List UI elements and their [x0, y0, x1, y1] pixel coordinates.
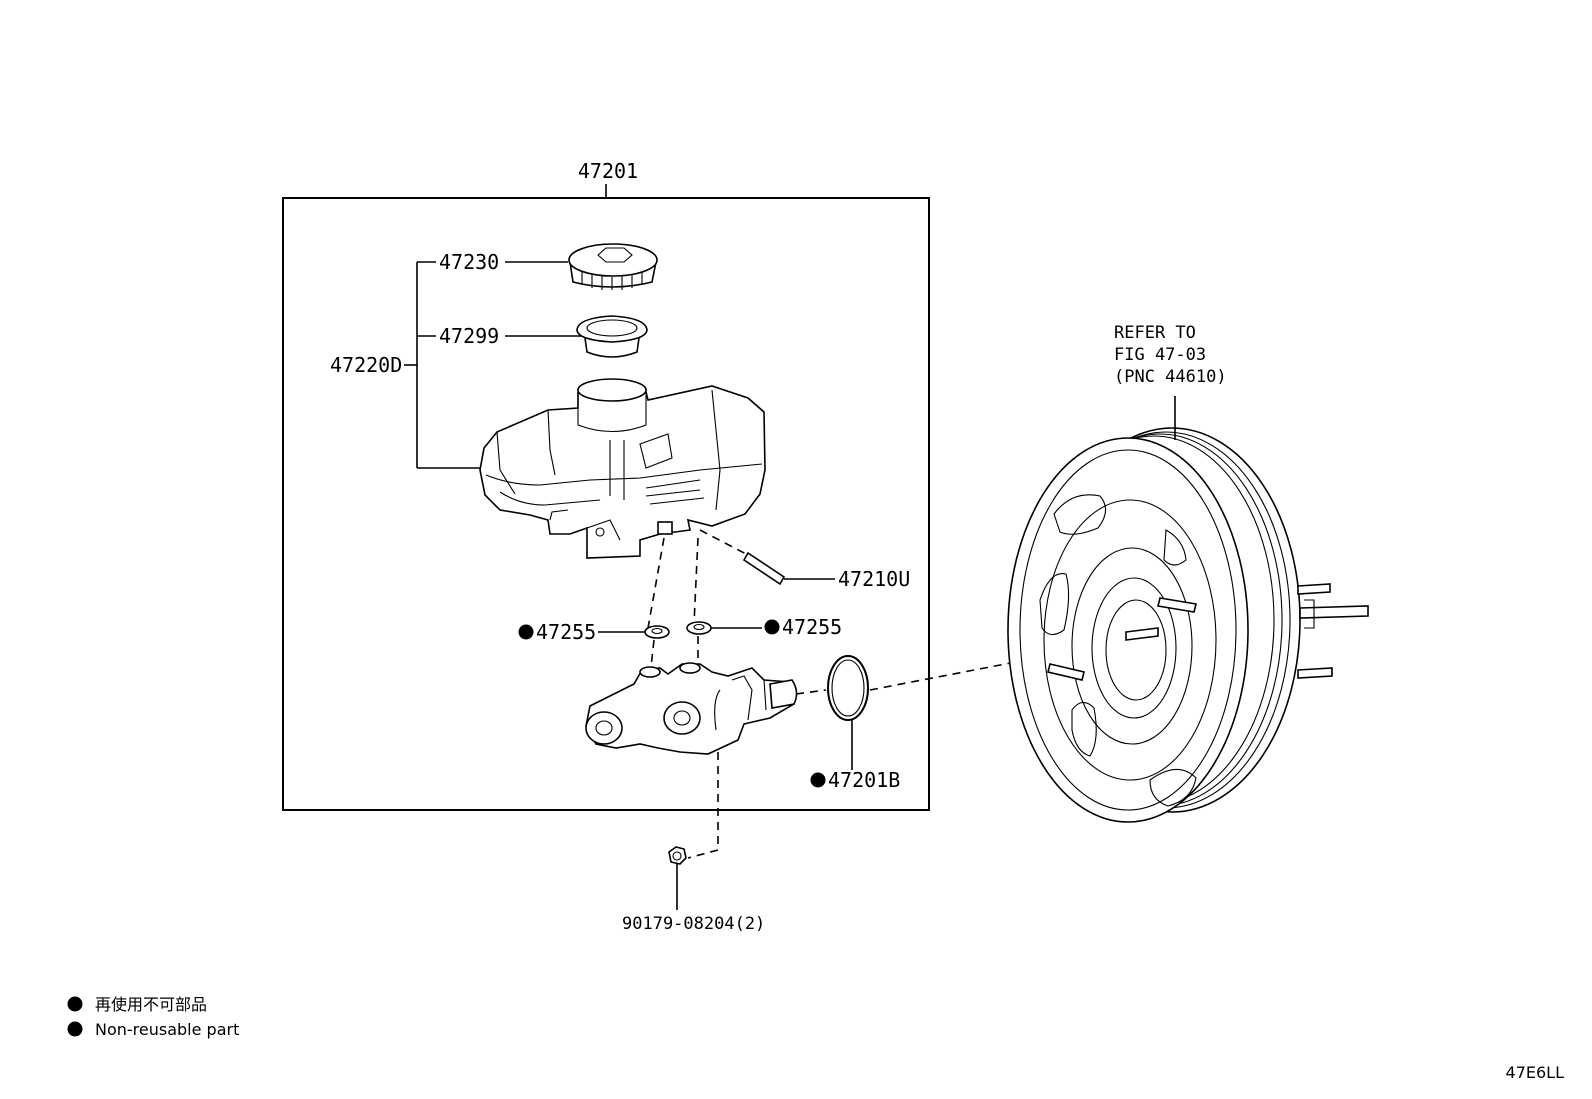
non-reusable-right-icon	[764, 619, 780, 635]
dashed-line-left	[647, 537, 665, 629]
brake-booster-icon	[1007, 396, 1369, 823]
callout-47201b[interactable]: 47201B	[828, 768, 900, 792]
callout-47255-right[interactable]: 47255	[782, 615, 842, 639]
pin-icon	[742, 551, 786, 586]
reservoir-tank-icon	[479, 378, 766, 559]
callout-47299[interactable]: 47299	[439, 324, 499, 348]
legend-bullet-icon-2	[67, 1021, 83, 1037]
diagram-code: 47E6LL	[1506, 1063, 1565, 1082]
callout-47255-left[interactable]: 47255	[536, 620, 596, 644]
dashed-line-nut	[687, 752, 719, 859]
dashed-line-pin	[699, 529, 749, 556]
legend-item-en: Non-reusable part	[95, 1020, 239, 1039]
o-ring-icon	[827, 655, 869, 721]
dashed-line-right	[693, 537, 699, 625]
callout-47230[interactable]: 47230	[439, 250, 499, 274]
reservoir-bracket	[404, 261, 484, 469]
refer-line-3[interactable]: (PNC 44610)	[1114, 367, 1227, 387]
grommet-right-icon	[686, 621, 712, 635]
callout-47220d[interactable]: 47220D	[330, 353, 402, 377]
reservoir-cap-icon	[568, 243, 658, 290]
non-reusable-left-icon	[518, 624, 534, 640]
nut-icon	[668, 846, 687, 865]
refer-line-2[interactable]: FIG 47-03	[1114, 345, 1206, 365]
master-cylinder-icon	[585, 662, 798, 755]
callout-90179-08204[interactable]: 90179-08204(2)	[622, 914, 765, 934]
callout-47201[interactable]: 47201	[578, 159, 638, 183]
legend-bullet-icon-1	[67, 996, 83, 1012]
callout-47210u[interactable]: 47210U	[838, 567, 910, 591]
legend-item-jp: 再使用不可部品	[95, 995, 207, 1014]
non-reusable-oring-icon	[810, 772, 826, 788]
grommet-left-icon	[644, 625, 670, 639]
strainer-icon	[576, 315, 648, 358]
refer-line-1[interactable]: REFER TO	[1114, 323, 1196, 343]
dashed-line-oring-left	[795, 689, 827, 695]
